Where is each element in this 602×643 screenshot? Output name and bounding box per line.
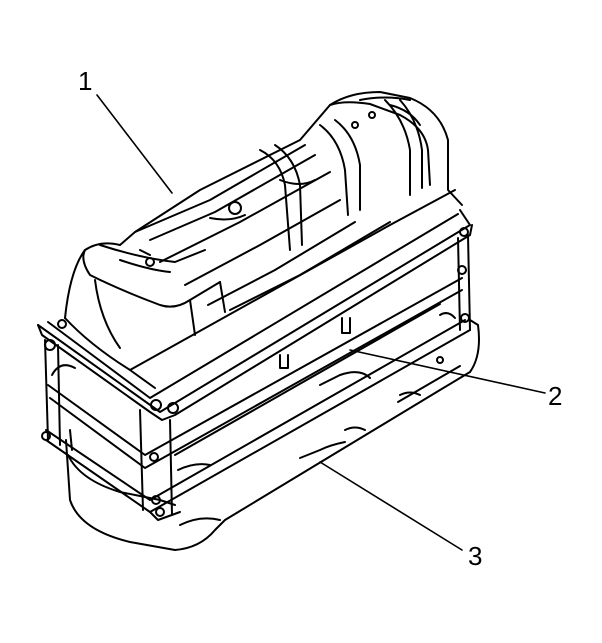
- callout-1: 1: [78, 66, 93, 96]
- leader-lines: [96, 94, 546, 551]
- lower-housing-part-3: [65, 312, 480, 551]
- module-cover-part-1: [64, 91, 463, 389]
- leader-line-2: [349, 349, 546, 394]
- callout-2: 2: [548, 381, 563, 411]
- leader-line-3: [319, 461, 463, 551]
- retainer-frame-part-2: [37, 209, 473, 521]
- leader-line-1: [96, 94, 173, 194]
- callout-3: 3: [468, 541, 483, 571]
